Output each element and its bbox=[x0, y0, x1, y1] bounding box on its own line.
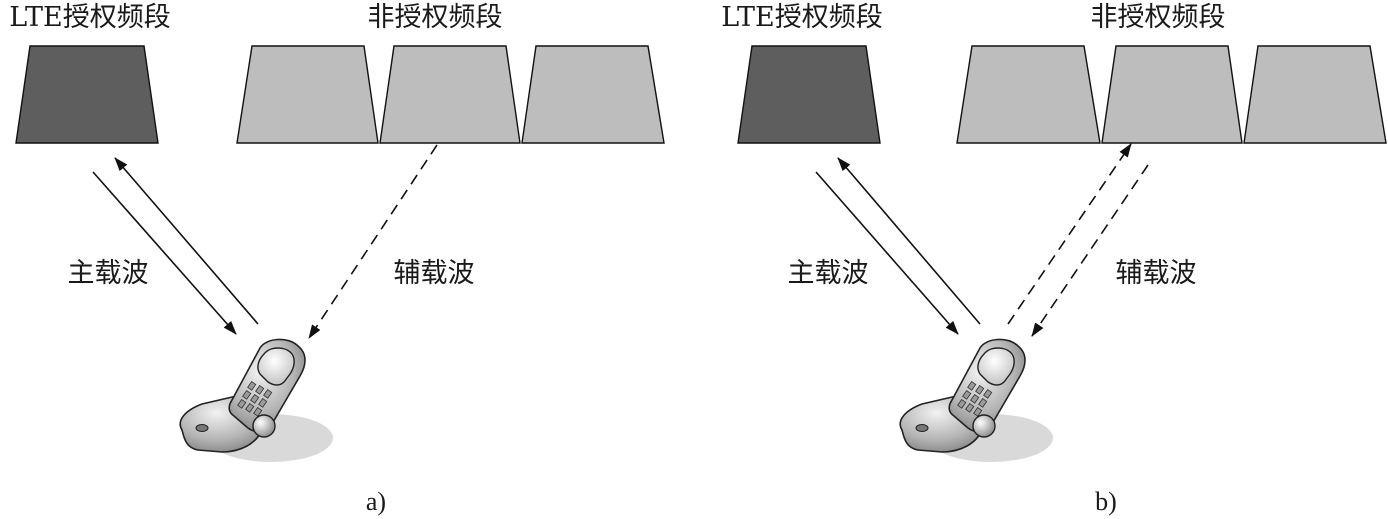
licensed-band-block bbox=[737, 45, 881, 144]
primary-uplink-arrow bbox=[837, 157, 981, 325]
unlicensed-band-block-2 bbox=[1101, 45, 1243, 144]
secondary-carrier-label: 辅载波 bbox=[1116, 258, 1197, 289]
panel-b: LTE授权频段 非授权频段 主载波 辅载波 b) bbox=[721, 2, 1387, 516]
primary-downlink-arrow bbox=[92, 171, 237, 335]
unlicensed-band-label: 非授权频段 bbox=[1091, 2, 1226, 33]
licensed-band-block bbox=[15, 45, 159, 144]
primary-carrier-label: 主载波 bbox=[788, 258, 869, 289]
primary-carrier-label: 主载波 bbox=[68, 258, 149, 289]
licensed-band-label: LTE授权频段 bbox=[721, 2, 882, 33]
panel-a: LTE授权频段 非授权频段 主载波 辅载波 a) bbox=[9, 2, 665, 516]
flip-phone-icon bbox=[179, 338, 334, 463]
licensed-band-label: LTE授权频段 bbox=[9, 2, 170, 33]
flip-phone-icon bbox=[899, 338, 1054, 463]
primary-uplink-arrow bbox=[114, 157, 259, 325]
secondary-downlink-arrow bbox=[1031, 164, 1149, 337]
secondary-downlink-arrow bbox=[308, 144, 438, 339]
secondary-uplink-arrow bbox=[1007, 143, 1132, 325]
secondary-carrier-label: 辅载波 bbox=[394, 258, 475, 289]
unlicensed-band-block-1 bbox=[236, 45, 379, 144]
primary-downlink-arrow bbox=[815, 171, 959, 335]
unlicensed-band-block-3 bbox=[521, 45, 665, 144]
unlicensed-band-block-1 bbox=[956, 45, 1101, 144]
panel-caption: b) bbox=[1095, 487, 1117, 516]
unlicensed-band-label: 非授权频段 bbox=[368, 2, 503, 33]
unlicensed-band-block-2 bbox=[379, 45, 521, 144]
unlicensed-band-block-3 bbox=[1243, 45, 1387, 144]
panel-caption: a) bbox=[366, 487, 386, 516]
